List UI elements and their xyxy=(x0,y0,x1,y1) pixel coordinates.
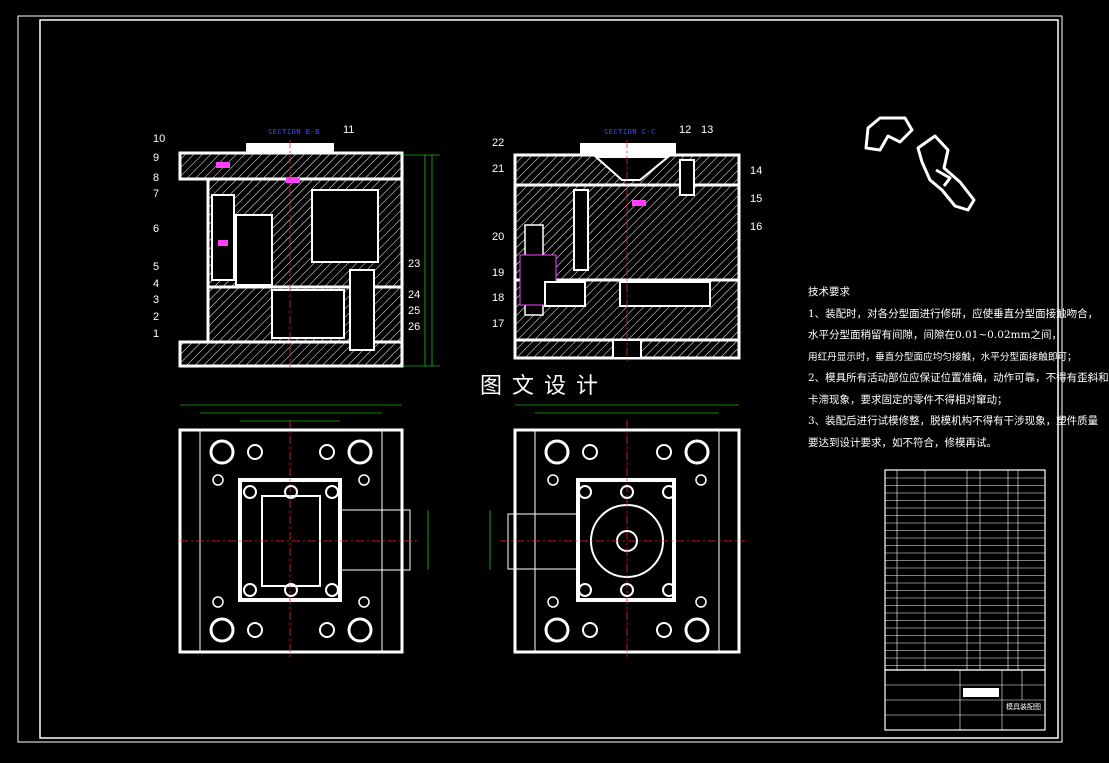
insert-hole xyxy=(243,485,257,499)
bottom-left-plan-view xyxy=(178,404,429,660)
callout-3: 3 xyxy=(153,294,160,306)
notes-line-1: 1、装配时，对各分型面进行修研，应使垂直分型面接触吻合， xyxy=(808,307,1099,320)
screw-hole xyxy=(582,622,598,638)
screw-hole xyxy=(656,444,672,460)
insert-hole xyxy=(578,583,592,597)
guide-pin-hole xyxy=(544,617,570,643)
callout-11: 11 xyxy=(343,124,355,136)
small-hole xyxy=(358,596,370,608)
part-isometric-sketch xyxy=(864,116,976,212)
section-b-label: SECTION B-B xyxy=(268,128,320,136)
notes-line-7: 要达到设计要求，如不符合，修模再试。 xyxy=(808,436,997,449)
small-hole xyxy=(358,474,370,486)
callout-12: 12 xyxy=(679,124,692,136)
callout-13: 13 xyxy=(701,124,714,136)
callout-24: 24 xyxy=(408,289,421,301)
title-block-drawing-name: 模具装配图 xyxy=(1006,703,1041,711)
small-hole xyxy=(547,596,559,608)
small-hole xyxy=(212,596,224,608)
notes-line-6: 3、装配后进行试模修整，脱模机构不得有干涉现象，塑件质量 xyxy=(808,415,1099,427)
callout-16: 16 xyxy=(750,221,763,233)
screw-hole xyxy=(247,622,263,638)
notes-line-5: 卡滞现象，要求固定的零件不得相对窜动； xyxy=(808,393,1008,406)
guide-pin-hole xyxy=(347,617,373,643)
screw-hole xyxy=(247,444,263,460)
drawing-svg xyxy=(17,15,1063,743)
callout-25: 25 xyxy=(408,305,421,317)
insert-hole xyxy=(620,583,634,597)
callout-23: 23 xyxy=(408,258,421,270)
guide-pin-hole xyxy=(684,439,710,465)
insert-hole xyxy=(325,485,339,499)
callout-18: 18 xyxy=(492,292,505,304)
notes-line-2: 水平分型面稍留有间隙，间隙在0.01~0.02mm之间， xyxy=(808,329,1062,341)
notes-line-3: 用红丹显示时，垂直分型面应均匀接触，水平分型面接触即可； xyxy=(808,351,1077,363)
small-hole xyxy=(547,474,559,486)
insert-hole xyxy=(662,583,676,597)
callout-2: 2 xyxy=(153,311,160,323)
section-b-view xyxy=(178,140,440,368)
section-c-label: SECTION C-C xyxy=(604,128,656,136)
callout-19: 19 xyxy=(492,267,505,279)
screw-hole xyxy=(656,622,672,638)
insert-hole xyxy=(284,485,298,499)
guide-pin-hole xyxy=(347,439,373,465)
callout-7: 7 xyxy=(153,188,160,200)
insert-hole xyxy=(284,583,298,597)
callout-15: 15 xyxy=(750,193,763,205)
notes-line-4: 2、模具所有活动部位应保证位置准确，动作可靠，不得有歪斜和 xyxy=(808,372,1109,384)
insert-hole xyxy=(662,485,676,499)
small-hole xyxy=(212,474,224,486)
guide-pin-hole xyxy=(544,439,570,465)
guide-pin-hole xyxy=(209,439,235,465)
section-c-view xyxy=(513,140,741,362)
callout-5: 5 xyxy=(153,261,160,273)
screw-hole xyxy=(582,444,598,460)
insert-hole xyxy=(325,583,339,597)
callout-6: 6 xyxy=(153,223,160,235)
callout-20: 20 xyxy=(492,231,505,243)
small-hole xyxy=(695,596,707,608)
guide-pin-hole xyxy=(209,617,235,643)
screw-hole xyxy=(319,444,335,460)
outer-border xyxy=(17,15,1063,743)
callout-21: 21 xyxy=(492,163,505,175)
insert-hole xyxy=(578,485,592,499)
notes-title: 技术要求 xyxy=(808,286,850,298)
cad-drawing-sheet: SECTION B-B SECTION C-C 10 9 8 7 6 5 4 3… xyxy=(17,15,1109,743)
callout-8: 8 xyxy=(153,172,160,184)
callout-1: 1 xyxy=(153,328,160,340)
callout-14: 14 xyxy=(750,165,763,177)
screw-hole xyxy=(319,622,335,638)
callout-22: 22 xyxy=(492,137,505,149)
bottom-right-plan-view xyxy=(489,404,745,660)
callout-10: 10 xyxy=(153,133,166,145)
watermark-text: 图文设计 xyxy=(480,374,609,399)
insert-hole xyxy=(620,485,634,499)
insert-hole xyxy=(243,583,257,597)
callout-4: 4 xyxy=(153,278,160,290)
callout-9: 9 xyxy=(153,152,160,164)
technical-requirements: 技术要求 1、装配时，对各分型面进行修研，应使垂直分型面接触吻合， 水平分型面稍… xyxy=(808,282,1109,454)
guide-pin-hole xyxy=(684,617,710,643)
callout-26: 26 xyxy=(408,321,421,333)
callout-17: 17 xyxy=(492,318,505,330)
small-hole xyxy=(695,474,707,486)
inner-border xyxy=(39,19,1059,739)
title-block xyxy=(884,469,1046,731)
